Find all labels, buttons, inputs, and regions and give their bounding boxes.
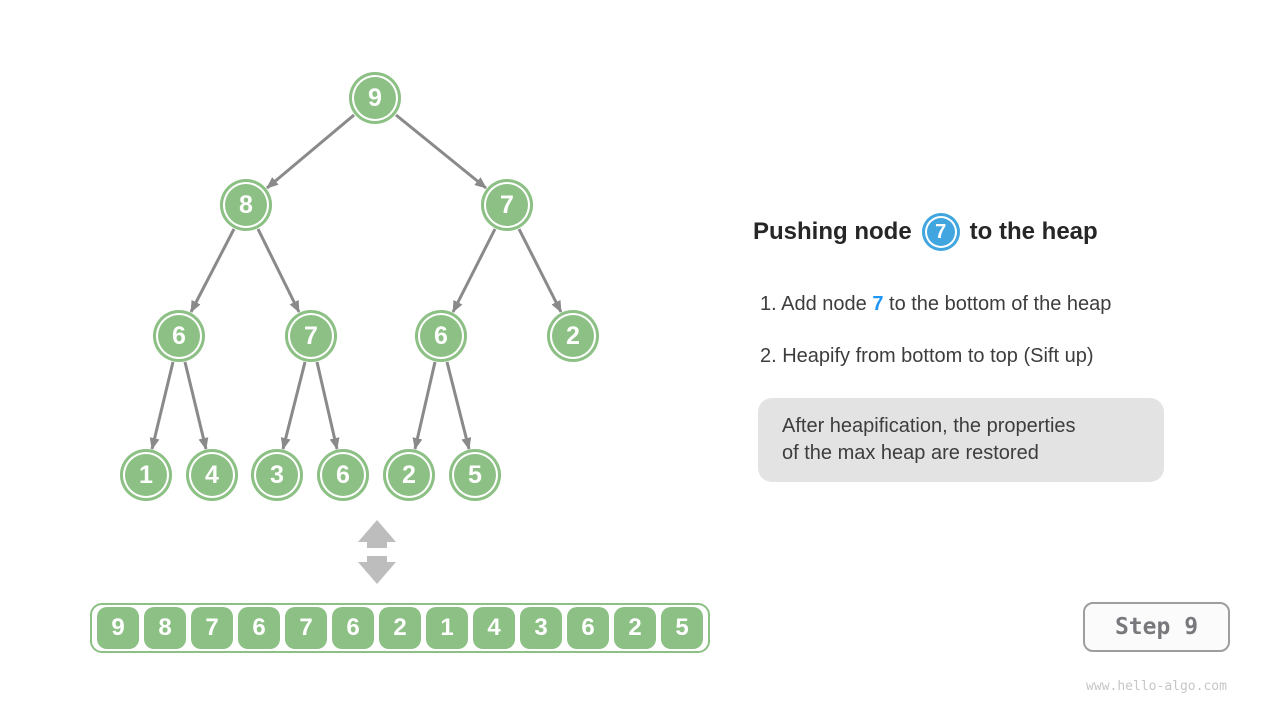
panel-title: Pushing node 7 to the heap <box>753 211 1098 253</box>
tree-node: 5 <box>449 449 501 501</box>
array-cell: 3 <box>520 607 562 649</box>
tree-node: 8 <box>220 179 272 231</box>
tree-node: 3 <box>251 449 303 501</box>
array-cell: 6 <box>238 607 280 649</box>
array-cell: 1 <box>426 607 468 649</box>
tree-node: 4 <box>186 449 238 501</box>
step-indicator: Step 9 <box>1083 602 1230 652</box>
array-cell: 6 <box>332 607 374 649</box>
tree-node: 7 <box>481 179 533 231</box>
tree-node: 6 <box>317 449 369 501</box>
tree-node: 1 <box>120 449 172 501</box>
title-prefix: Pushing node <box>753 218 912 245</box>
array-cell: 4 <box>473 607 515 649</box>
array-cell: 2 <box>379 607 421 649</box>
note-line-2: of the max heap are restored <box>782 442 1039 464</box>
array-cell: 7 <box>285 607 327 649</box>
heap-array: 9 8 7 6 7 6 2 1 4 3 6 2 5 <box>90 603 710 653</box>
instruction-1-post: to the bottom of the heap <box>883 293 1112 315</box>
array-cell: 6 <box>567 607 609 649</box>
title-suffix: to the heap <box>969 218 1098 245</box>
note-callout: After heapification, the properties of t… <box>758 398 1164 482</box>
instruction-1-pre: 1. Add node <box>760 293 873 315</box>
tree-node: 6 <box>153 310 205 362</box>
tree-node: 2 <box>547 310 599 362</box>
instruction-1-highlight: 7 <box>872 293 884 315</box>
array-cell: 2 <box>614 607 656 649</box>
instruction-item-1: 1. Add node 7 to the bottom of the heap <box>760 293 1111 316</box>
instruction-item-2: 2. Heapify from bottom to top (Sift up) <box>760 345 1094 367</box>
array-cell: 7 <box>191 607 233 649</box>
tree-node: 9 <box>349 72 401 124</box>
tree-node: 7 <box>285 310 337 362</box>
tree-node: 6 <box>415 310 467 362</box>
note-line-1: After heapification, the properties <box>782 415 1076 437</box>
tree-node: 2 <box>383 449 435 501</box>
site-watermark: www.hello-algo.com <box>1086 679 1227 694</box>
array-cell: 8 <box>144 607 186 649</box>
pushed-node-badge: 7 <box>921 213 960 251</box>
array-cell: 9 <box>97 607 139 649</box>
array-cell: 5 <box>661 607 703 649</box>
